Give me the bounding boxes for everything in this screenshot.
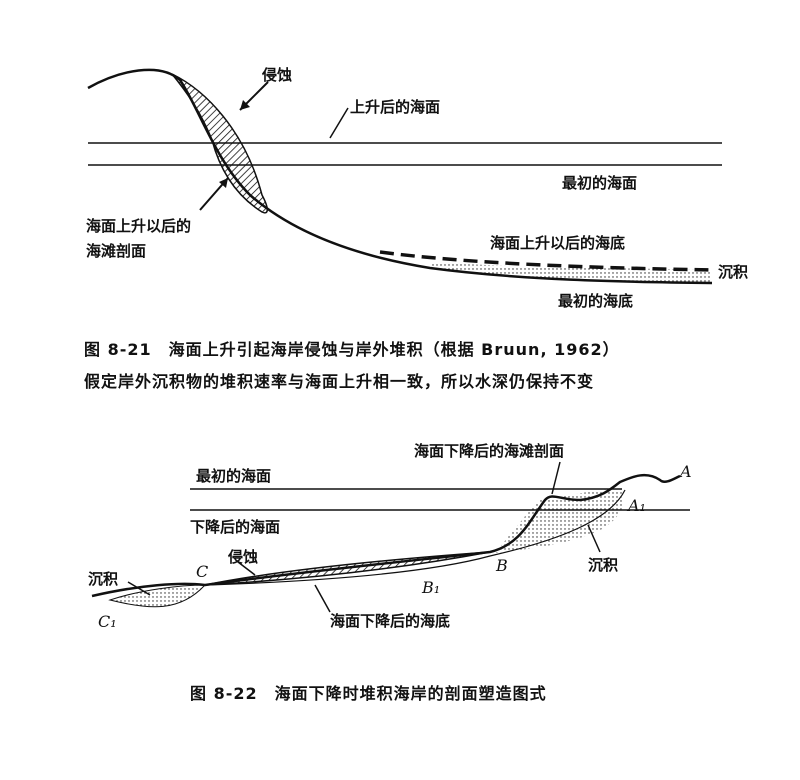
raised-sea-level-label: 上升后的海面 <box>350 98 441 116</box>
lowered-sea-level-label: 下降后的海面 <box>190 518 281 536</box>
erosion-label: 侵蚀 <box>262 66 293 84</box>
beach-profile-arrow <box>551 461 561 495</box>
beach-profile-label: 海面上升以后的 <box>86 217 192 235</box>
figure-8-22 <box>91 461 690 613</box>
seabed-after-rise-label: 海面上升以后的海底 <box>490 234 626 252</box>
beach-profile-label-2: 海滩剖面 <box>86 242 147 260</box>
point-a1-label: A₁ <box>628 496 646 515</box>
point-c1-label: C₁ <box>98 612 117 631</box>
point-b-label: B <box>496 556 508 575</box>
deposition-label: 沉积 <box>718 263 749 281</box>
deposition-right-arrow <box>587 524 601 553</box>
point-a-label: A <box>680 462 692 481</box>
initial-sea-level-label-2: 最初的海面 <box>196 467 272 485</box>
deposition-right-label: 沉积 <box>588 556 619 574</box>
new-seabed-dashed <box>379 250 713 272</box>
deposition-left-arrow <box>127 581 151 596</box>
initial-sea-level-label: 最初的海面 <box>562 174 638 192</box>
initial-profile <box>87 68 713 285</box>
seabed-after-fall-label: 海面下降后的海底 <box>330 612 451 630</box>
figure-8-21 <box>87 68 722 285</box>
point-c-label: C <box>196 562 209 581</box>
erosion-label-2: 侵蚀 <box>228 548 259 566</box>
deposition-right-area <box>495 488 624 553</box>
seabed-arrow <box>314 584 331 613</box>
beach-profile-after-fall-label: 海面下降后的海滩剖面 <box>414 442 565 460</box>
initial-seabed-label: 最初的海底 <box>558 292 634 310</box>
caption-8-21-note: 假定岸外沉积物的堆积速率与海面上升相一致，所以水深仍保持不变 <box>84 372 595 391</box>
raised-sea-arrow <box>329 107 349 139</box>
caption-8-21: 图 8-21 海面上升引起海岸侵蚀与岸外堆积（根据 Bruun, 1962） <box>84 340 620 359</box>
caption-8-22: 图 8-22 海面下降时堆积海岸的剖面塑造图式 <box>190 684 547 703</box>
erosion-arrow-2 <box>237 561 256 576</box>
deposition-left-label: 沉积 <box>88 570 119 588</box>
deposition-stippled-area <box>430 262 712 283</box>
point-b1-label: B₁ <box>422 578 441 597</box>
initial-profile-2 <box>204 489 626 586</box>
